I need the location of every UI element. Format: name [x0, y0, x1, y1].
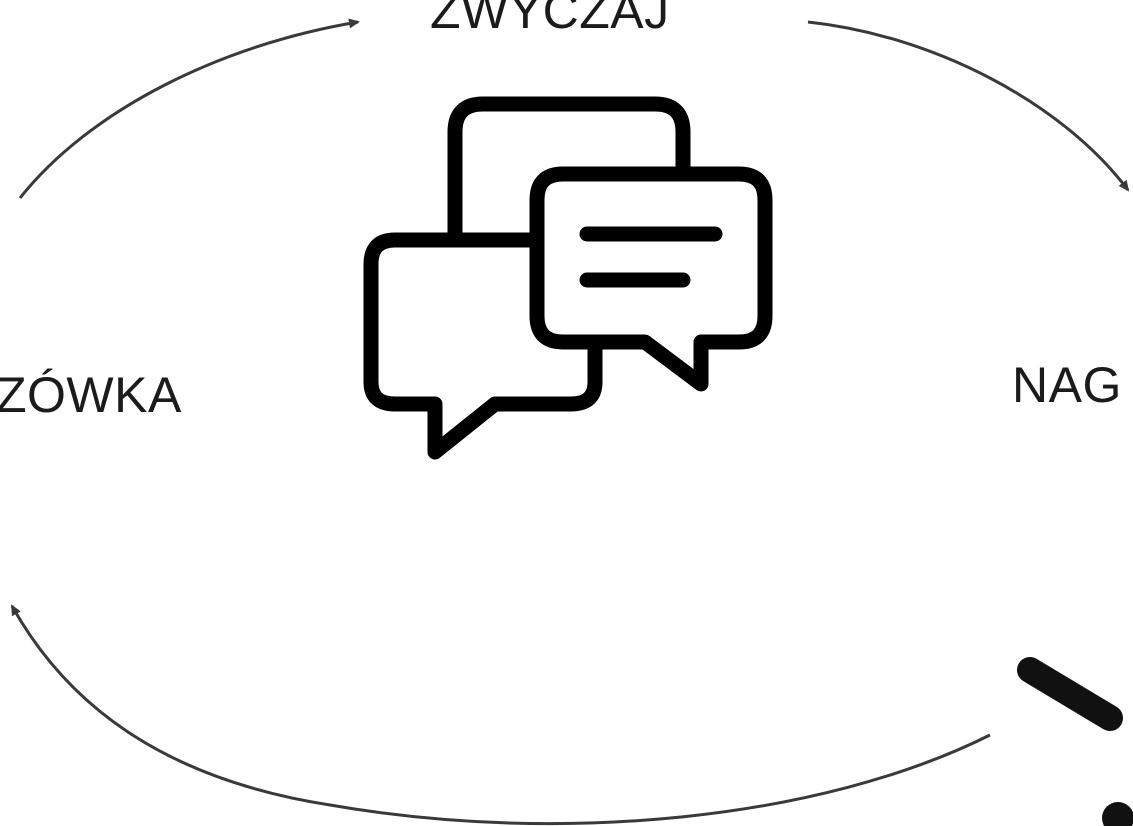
label-reward-right: NAG	[1012, 357, 1122, 413]
arrow-bottom-to-left	[10, 604, 991, 826]
label-reward: ZÓWKA	[0, 367, 182, 423]
clock-icon	[1017, 657, 1133, 826]
arrow-top-to-right	[807, 20, 1130, 192]
arrow-left-to-top	[18, 18, 360, 199]
chat-bubbles-icon	[363, 96, 773, 460]
label-habit: ZWYCZAJ	[430, 0, 670, 39]
